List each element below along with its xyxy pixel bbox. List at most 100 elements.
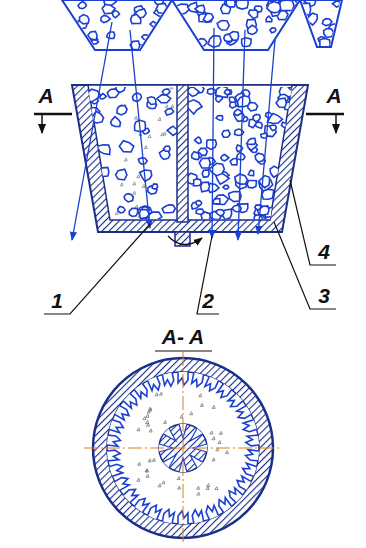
lining-tooth xyxy=(216,496,232,512)
stone xyxy=(193,179,201,186)
lining-tooth xyxy=(107,450,121,461)
lining-tooth xyxy=(216,384,232,400)
label-text: 4 xyxy=(318,240,330,263)
rotor-shaft xyxy=(177,85,188,222)
stone xyxy=(162,89,170,95)
stone xyxy=(270,166,280,177)
stone xyxy=(254,215,263,224)
stone xyxy=(196,200,202,205)
fine-particle xyxy=(145,469,148,472)
stone xyxy=(119,141,134,152)
section-title: A- A xyxy=(162,326,204,348)
label-text: 3 xyxy=(318,284,330,307)
stone xyxy=(237,96,250,107)
fine-particle xyxy=(170,86,173,89)
stone xyxy=(255,153,265,162)
stone-fill xyxy=(77,0,345,224)
stone xyxy=(213,199,220,204)
fine-particle xyxy=(149,429,152,432)
fine-particle xyxy=(161,133,164,136)
lining-tooth xyxy=(134,384,150,400)
section-letter: A xyxy=(38,85,53,107)
stone xyxy=(162,205,175,213)
stone xyxy=(207,88,216,94)
stone xyxy=(111,117,121,127)
lining-tooth xyxy=(123,486,139,502)
stone xyxy=(173,4,189,14)
label-text: 2 xyxy=(202,289,214,312)
stone xyxy=(229,97,235,102)
fine-particle xyxy=(133,182,136,185)
lining-tooth xyxy=(107,435,121,446)
label-text: A xyxy=(38,84,53,107)
stone xyxy=(270,125,277,131)
lining-tooth xyxy=(115,475,131,490)
stone xyxy=(234,109,242,115)
fine-particle xyxy=(142,184,145,187)
fine-particle xyxy=(137,478,140,481)
stone xyxy=(236,0,248,9)
stone xyxy=(131,14,141,23)
stone xyxy=(216,96,223,102)
label-text: A- A xyxy=(162,325,204,348)
fine-particle xyxy=(133,191,136,194)
fine-particle xyxy=(120,183,123,186)
lining-tooth xyxy=(109,463,124,477)
stone xyxy=(157,95,171,103)
rotation-arrow xyxy=(168,236,202,245)
lining-tooth xyxy=(245,435,259,446)
fine-particle xyxy=(135,205,138,208)
stone xyxy=(267,2,281,13)
fine-particle xyxy=(215,487,218,490)
stone xyxy=(199,158,210,168)
hub-tooth xyxy=(163,452,179,468)
label-text: A xyxy=(326,84,341,107)
stone xyxy=(320,38,330,48)
stone xyxy=(100,94,106,99)
fine-particle xyxy=(134,116,137,119)
fine-particle xyxy=(197,492,200,495)
callout-number: 1 xyxy=(51,290,63,312)
stone xyxy=(266,16,272,22)
fine-particle xyxy=(199,394,202,397)
stone xyxy=(142,35,149,40)
lining-tooth xyxy=(148,504,162,520)
lining-tooth xyxy=(134,496,150,512)
stone xyxy=(201,212,210,221)
stone xyxy=(152,184,157,189)
stone xyxy=(270,28,276,33)
stone xyxy=(216,116,223,121)
fine-particle xyxy=(143,417,146,420)
lining-tooth xyxy=(235,406,251,421)
fine-particle xyxy=(137,175,140,178)
stone xyxy=(192,152,200,160)
stone xyxy=(222,130,230,137)
section-mark xyxy=(34,113,344,116)
fine-particle xyxy=(197,486,200,489)
stone xyxy=(164,146,171,151)
fine-particle xyxy=(210,431,213,434)
fine-particle xyxy=(148,407,151,410)
stone xyxy=(221,154,229,160)
stone xyxy=(247,25,257,34)
fine-particle xyxy=(148,135,151,138)
fine-particle xyxy=(212,458,215,461)
stone xyxy=(253,114,260,121)
stone xyxy=(247,138,256,144)
stone xyxy=(255,122,262,128)
lining-tooth xyxy=(191,373,203,388)
lining-tooth xyxy=(241,463,256,477)
lining-tooth xyxy=(245,450,259,461)
fine-particle xyxy=(212,437,215,440)
stone xyxy=(216,210,225,217)
lining-tooth xyxy=(148,377,162,393)
fine-particle xyxy=(115,211,118,214)
stone xyxy=(124,194,133,202)
fine-particle xyxy=(190,412,193,415)
fine-particle xyxy=(180,415,183,418)
section-letter: A xyxy=(326,85,341,107)
fine-particle xyxy=(159,392,162,395)
fine-particle xyxy=(149,408,152,411)
label-text: 1 xyxy=(51,289,63,312)
callout-number: 3 xyxy=(318,285,330,307)
